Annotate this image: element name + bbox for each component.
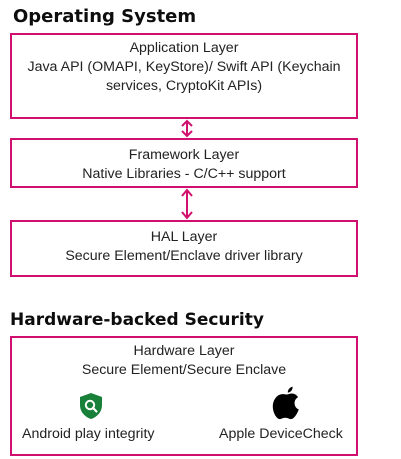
- application-layer-desc-line2: services, CryptoKit APIs): [105, 78, 263, 94]
- framework-layer-desc: Native Libraries - C/C++ support: [82, 166, 286, 182]
- operating-system-heading: Operating System: [13, 6, 197, 27]
- hardware-layer-box: Hardware Layer Secure Element/Secure Enc…: [10, 336, 358, 456]
- hal-layer-title: HAL Layer: [150, 229, 218, 245]
- double-arrow-icon: [181, 188, 193, 220]
- framework-layer-title: Framework Layer: [128, 147, 240, 163]
- framework-layer-box: Framework Layer Native Libraries - C/C++…: [10, 138, 358, 188]
- application-layer-box: Application Layer Java API (OMAPI, KeySt…: [10, 33, 358, 119]
- hardware-layer-desc: Secure Element/Secure Enclave: [81, 362, 287, 378]
- hardware-security-heading: Hardware-backed Security: [10, 310, 264, 330]
- hal-layer-desc: Secure Element/Enclave driver library: [65, 248, 303, 264]
- apple-devicecheck-label: Apple DeviceCheck: [219, 426, 343, 442]
- shield-search-icon: [80, 393, 102, 419]
- hardware-layer-title: Hardware Layer: [133, 343, 235, 359]
- android-play-integrity-label: Android play integrity: [22, 426, 155, 442]
- application-layer-title: Application Layer: [129, 40, 239, 56]
- apple-logo-icon: [272, 386, 299, 420]
- double-arrow-icon: [181, 119, 193, 138]
- hal-layer-box: HAL Layer Secure Element/Enclave driver …: [10, 220, 358, 277]
- application-layer-desc-line1: Java API (OMAPI, KeyStore)/ Swift API (K…: [27, 59, 341, 75]
